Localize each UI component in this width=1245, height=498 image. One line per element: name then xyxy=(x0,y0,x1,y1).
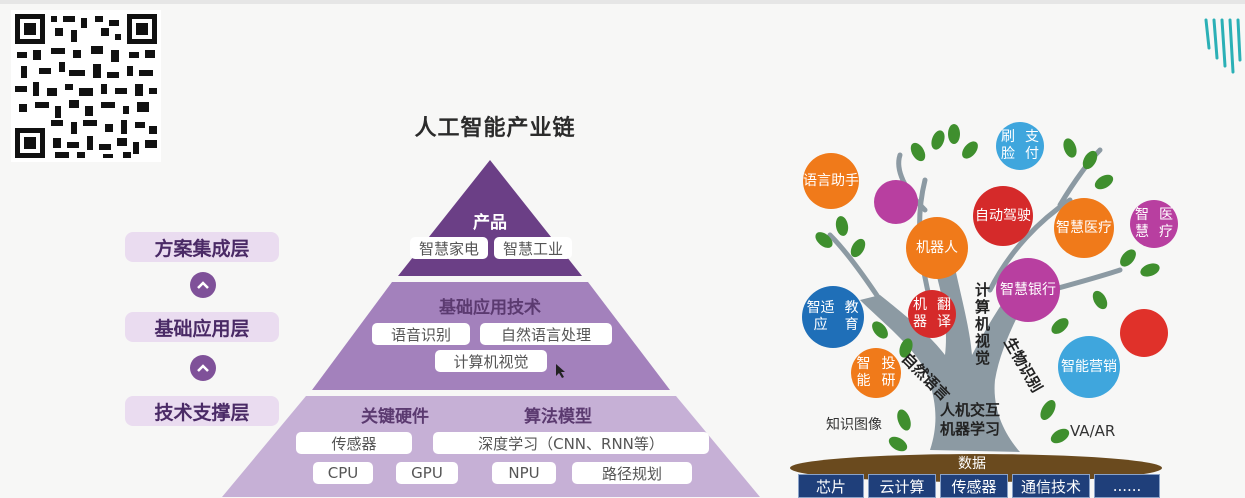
label-va-ar: VA/AR xyxy=(1070,422,1116,440)
bubble-adaptive-education: 智适应教育 xyxy=(802,286,864,348)
pyramid-top-heading: 产品 xyxy=(473,213,507,233)
bubble-machine-translation: 机器翻译 xyxy=(908,290,956,338)
diagram-title: 人工智能产业链 xyxy=(414,116,576,141)
bubble-smart-bank: 智慧银行 xyxy=(996,258,1060,322)
tree-trunk xyxy=(860,268,1030,452)
tag-npu: NPU xyxy=(492,462,556,484)
bubble-smart-healthcare-2: 智慧医疗 xyxy=(1130,200,1178,248)
tag-computer-vision: 计算机视觉 xyxy=(435,350,547,372)
bubble-smart-healthcare: 智慧医疗 xyxy=(1054,198,1114,258)
brand-logo xyxy=(1198,14,1244,74)
qr-code xyxy=(11,10,161,162)
bubble-smart-investment: 智能投研 xyxy=(851,348,901,398)
label-data: 数据 xyxy=(958,456,986,472)
bubble-robot: 机器人 xyxy=(906,217,968,279)
trunk-label-hci: 人机交互 xyxy=(940,401,1001,419)
tag-deep-learning: 深度学习（CNN、RNN等） xyxy=(433,432,709,454)
tag-sensor: 传感器 xyxy=(296,432,412,454)
layer-basic-application: 基础应用层 xyxy=(125,312,279,342)
pyramid-bottom-heading-hardware: 关键硬件 xyxy=(361,407,429,427)
bubble-smart-marketing: 智能营销 xyxy=(1058,336,1120,398)
tag-gpu: GPU xyxy=(396,462,458,484)
pyramid-bottom-heading-algorithm: 算法模型 xyxy=(524,407,592,427)
decorative-bubble xyxy=(874,180,918,224)
bubble-autonomous-driving: 自动驾驶 xyxy=(973,186,1033,246)
trunk-label-ml: 机器学习 xyxy=(940,420,1001,438)
base-chip: 芯片 xyxy=(798,474,864,498)
bubble-voice-assistant: 语言助手 xyxy=(803,153,859,209)
base-sensor: 传感器 xyxy=(940,474,1008,498)
base-more: ...... xyxy=(1094,474,1160,498)
tag-smart-appliance: 智慧家电 xyxy=(410,237,488,259)
tag-path-planning: 路径规划 xyxy=(572,462,692,484)
label-knowledge-graph: 知识图像 xyxy=(826,417,882,433)
base-communication: 通信技术 xyxy=(1012,474,1090,498)
pyramid-middle-heading: 基础应用技术 xyxy=(439,298,541,318)
tag-nlp: 自然语言处理 xyxy=(480,323,612,345)
tag-smart-industry: 智慧工业 xyxy=(494,237,572,259)
layer-solution-integration: 方案集成层 xyxy=(125,232,279,262)
layer-technical-support: 技术支撑层 xyxy=(125,396,279,426)
top-bar xyxy=(0,0,1245,4)
chevron-up-icon xyxy=(190,355,216,381)
chevron-up-icon xyxy=(190,272,216,298)
tag-speech-recognition: 语音识别 xyxy=(372,323,470,345)
mouse-cursor-icon xyxy=(556,364,565,378)
bubble-face-payment: 刷脸支付 xyxy=(996,122,1044,170)
base-cloud-computing: 云计算 xyxy=(868,474,936,498)
decorative-bubble xyxy=(1120,309,1168,357)
tag-cpu: CPU xyxy=(313,462,373,484)
trunk-label-computer-vision: 计算机视觉 xyxy=(975,281,991,367)
